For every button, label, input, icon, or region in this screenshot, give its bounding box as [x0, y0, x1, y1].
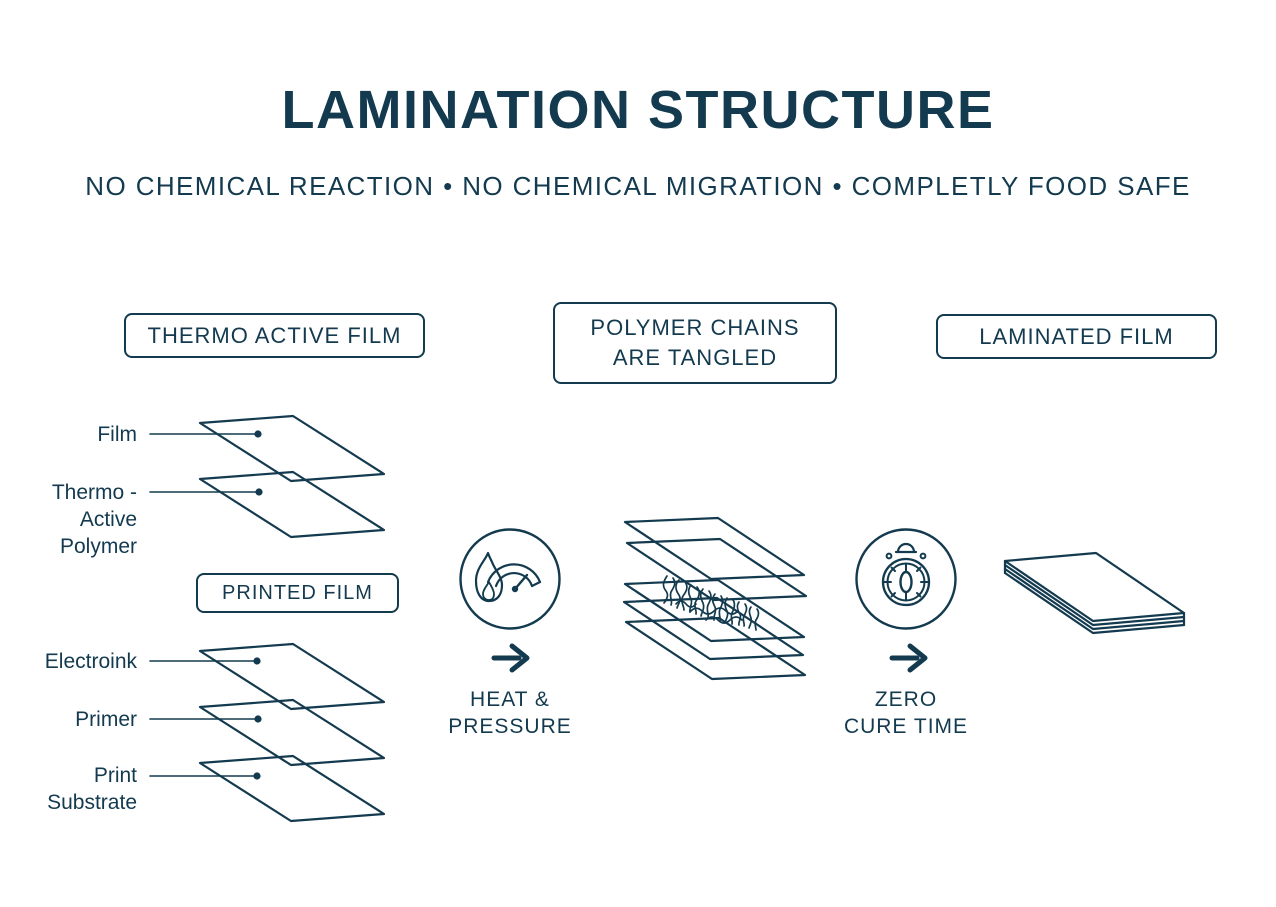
- laminating-stack-diagram: [622, 516, 808, 681]
- stopwatch-left-lug: [885, 552, 893, 560]
- arrow-right-icon: [491, 643, 530, 673]
- thermo-polymer-leader-dot: [255, 488, 263, 496]
- polymer-chains-box-label: POLYMER CHAINS ARE TANGLED: [590, 315, 800, 370]
- printed-film-stack-diagram: [198, 642, 386, 823]
- electroink-leader-dot: [253, 657, 261, 665]
- step-circle: [459, 528, 561, 630]
- print-substrate-leader-dot: [253, 772, 261, 780]
- film-sheet: [198, 414, 386, 483]
- stack-sheet-1: [623, 516, 806, 581]
- stack-sheet-4: [622, 596, 805, 661]
- stopwatch-crown: [894, 542, 918, 554]
- print-substrate-label: Print Substrate: [47, 764, 137, 814]
- flame-outline: [474, 551, 504, 603]
- thermo-polymer-sheet: [198, 470, 386, 539]
- stack-sheet-3: [623, 578, 806, 643]
- leader-dots: [253, 430, 263, 780]
- primer-sheet: [198, 698, 386, 767]
- page-subtitle: NO CHEMICAL REACTION • NO CHEMICAL MIGRA…: [85, 171, 1191, 201]
- thermo-active-polymer-label: Thermo - Active Polymer: [51, 481, 137, 558]
- arrow-right-icon: [889, 643, 928, 673]
- polymer-chains-box: POLYMER CHAINS ARE TANGLED: [553, 302, 837, 384]
- stopwatch-zero: [899, 570, 913, 594]
- flame-inner: [482, 581, 495, 601]
- laminated-film-layer-edge-2: [1003, 567, 1186, 631]
- flame-pressure-gauge-icon: [459, 528, 561, 630]
- polymer-chains-squiggles: [662, 575, 760, 631]
- laminated-film-layer-edge-1: [1003, 563, 1186, 627]
- film-label: Film: [97, 423, 137, 446]
- electroink-sheet: [198, 642, 386, 711]
- stack-sheet-5: [624, 616, 807, 681]
- stopwatch-ticks: [883, 563, 929, 601]
- gauge-inner-arc: [494, 571, 534, 588]
- thermo-active-film-box: THERMO ACTIVE FILM: [124, 313, 425, 358]
- gauge-end-cap: [530, 580, 542, 588]
- stack-sheet-2: [625, 537, 808, 602]
- primer-label: Primer: [75, 708, 137, 731]
- step-circle: [855, 528, 957, 630]
- laminated-film-layer-edge-3: [1003, 571, 1186, 635]
- thermo-film-stack-diagram: [198, 414, 386, 539]
- page-title: LAMINATION STRUCTURE: [281, 80, 995, 140]
- zero-cure-time-label: ZERO CURE TIME: [843, 688, 969, 738]
- gauge-pivot: [511, 585, 519, 593]
- thermo-active-film-box-label: THERMO ACTIVE FILM: [147, 322, 402, 348]
- stopwatch-icon: [855, 528, 957, 630]
- laminated-film-box: LAMINATED FILM: [936, 314, 1217, 359]
- primer-leader-dot: [254, 715, 262, 723]
- laminated-film-diagram: [1003, 551, 1186, 635]
- leader-lines: [149, 433, 260, 777]
- printed-film-box-label: PRINTED FILM: [222, 581, 373, 604]
- gauge-outer-arc: [486, 563, 542, 584]
- print-substrate-sheet: [198, 754, 386, 823]
- electroink-label: Electroink: [44, 650, 137, 673]
- stopwatch-right-lug: [919, 552, 927, 560]
- laminated-film-box-label: LAMINATED FILM: [979, 323, 1174, 349]
- film-leader-dot: [254, 430, 262, 438]
- printed-film-box: PRINTED FILM: [196, 573, 399, 613]
- heat-pressure-label: HEAT & PRESSURE: [448, 688, 572, 738]
